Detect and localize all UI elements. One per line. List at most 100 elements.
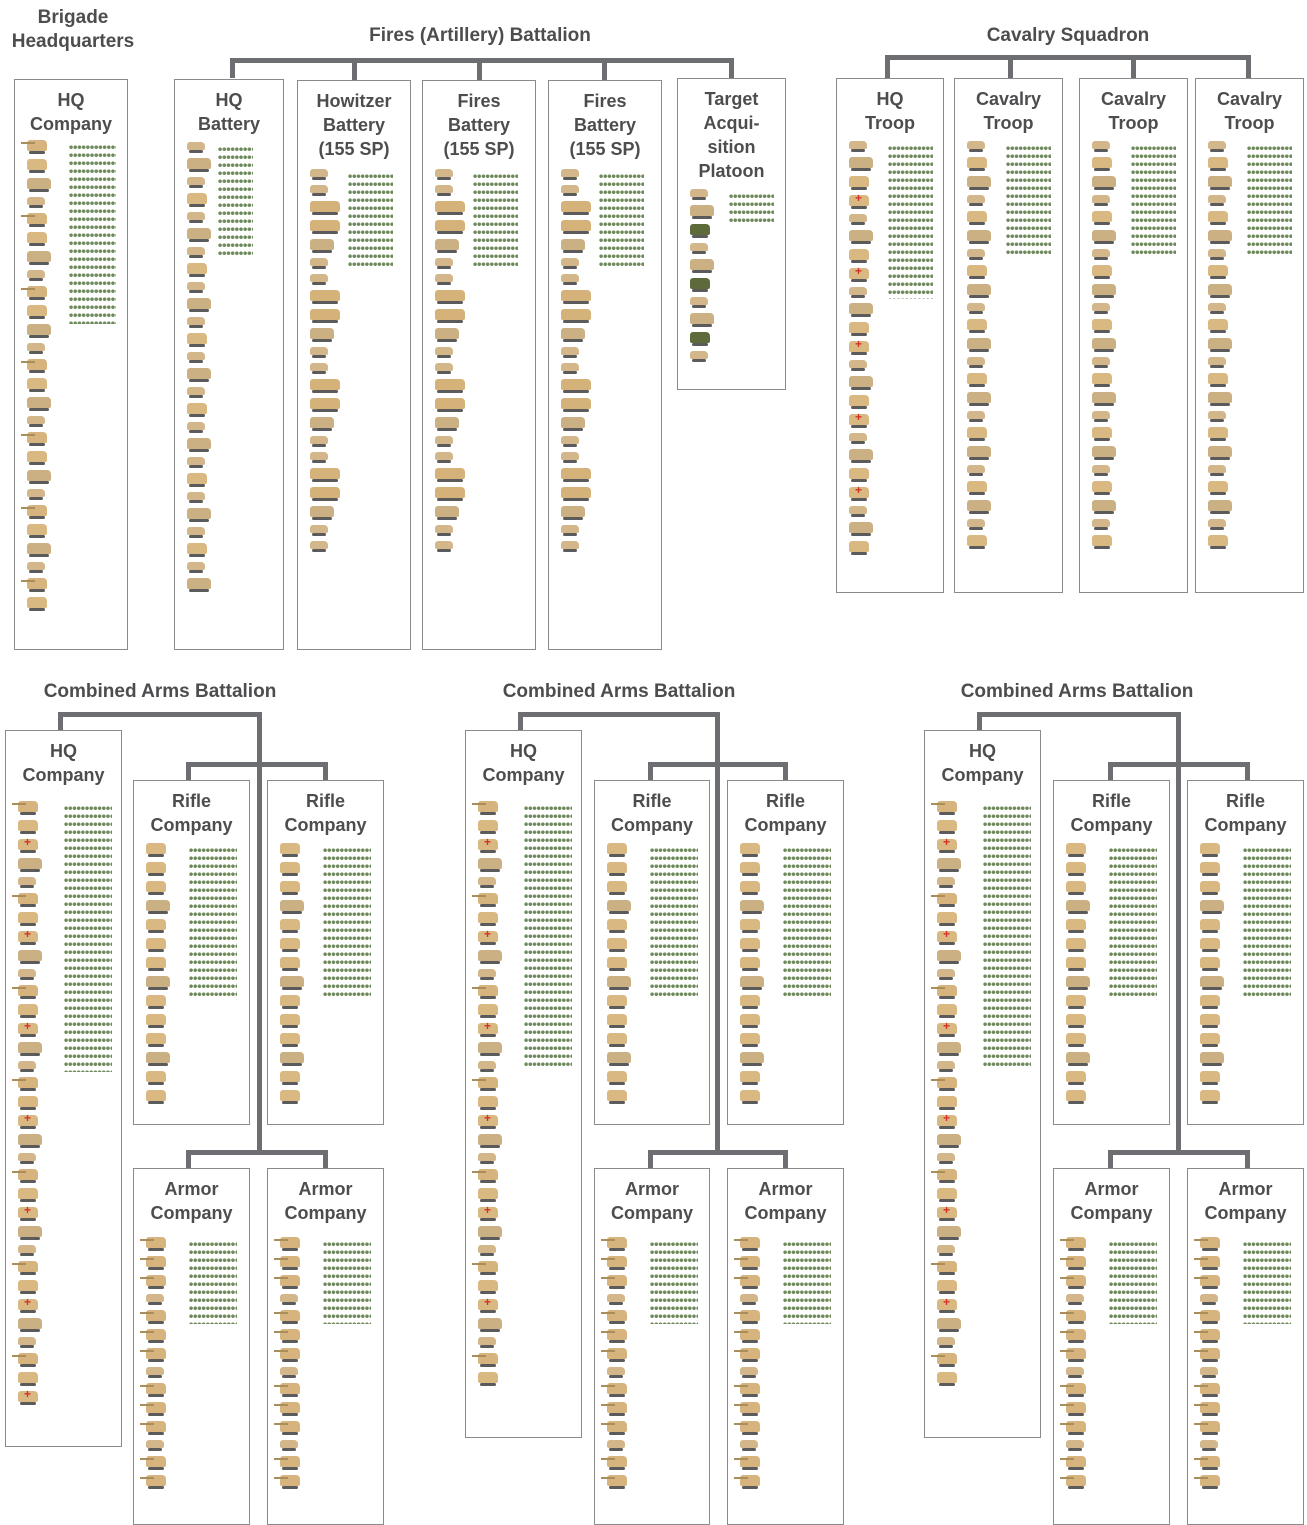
truck-icon [435,328,459,342]
utility-vehicle-icon [849,433,867,444]
medical-vehicle-icon [937,835,957,853]
infantry-fighting-vehicle-icon [18,1004,38,1018]
tank-icon [734,1456,760,1470]
truck-icon [27,397,51,411]
truck-icon [146,1052,170,1066]
vehicle-column [472,801,502,1391]
utility-vehicle-icon [310,452,328,463]
utility-vehicle-icon [849,506,867,517]
infantry-fighting-vehicle-icon [607,995,627,1009]
infantry-fighting-vehicle-icon [1208,373,1228,387]
soldier-icon [1109,1241,1157,1324]
tank-icon [21,505,47,519]
truck-icon [187,158,211,172]
self-propelled-howitzer-icon [561,220,591,234]
unit-label: Cavalry Troop [975,89,1042,133]
vehicle-column [187,142,211,597]
infantry-fighting-vehicle-icon [849,395,869,409]
truck-icon [435,417,459,431]
truck-icon [1092,500,1116,514]
infantry-fighting-vehicle-icon [607,938,627,952]
truck-icon [146,900,170,914]
tank-icon [1060,1348,1086,1362]
truck-icon [27,543,51,557]
tank-icon [21,213,47,227]
tank-icon [734,1348,760,1362]
utility-vehicle-icon [435,541,453,552]
tank-icon [274,1475,300,1489]
truck-icon [1208,176,1232,190]
tank-icon [140,1329,166,1343]
unit-label: Armor Company [150,1179,233,1223]
truck-icon [478,1226,502,1240]
cab3-armor-company-2-box: Armor Company [1187,1168,1304,1525]
truck-icon [187,578,211,592]
utility-vehicle-icon [1092,465,1110,476]
tank-icon [734,1421,760,1435]
utility-vehicle-icon [27,270,45,281]
tank-icon [21,286,47,300]
cab1-armor-company-2-box: Armor Company [267,1168,384,1525]
unit-label: Howitzer Battery (155 SP) [316,91,392,159]
infantry-fighting-vehicle-icon [607,1090,627,1104]
unit-label: Rifle Company [1070,791,1153,835]
tank-icon [140,1310,166,1324]
vehicle-column [607,843,631,1109]
cab2-hq-company-box: HQ Company [465,730,582,1438]
utility-vehicle-icon [1092,195,1110,206]
medical-vehicle-icon [18,1111,38,1129]
utility-vehicle-icon [1200,1294,1218,1305]
self-propelled-howitzer-icon [435,487,465,501]
infantry-fighting-vehicle-icon [1066,1071,1086,1085]
infantry-fighting-vehicle-icon [1066,881,1086,895]
utility-vehicle-icon [937,1061,955,1072]
vehicle-column [1200,843,1224,1109]
infantry-fighting-vehicle-icon [478,1004,498,1018]
utility-vehicle-icon [1092,141,1110,152]
utility-vehicle-icon [967,141,985,152]
infantry-fighting-vehicle-icon [967,535,987,549]
truck-icon [478,858,502,872]
utility-vehicle-icon [18,969,36,980]
infantry-fighting-vehicle-icon [280,862,300,876]
tank-icon [274,1256,300,1270]
unit-label: HQ Battery [197,90,261,134]
infantry-fighting-vehicle-icon [740,938,760,952]
truck-icon [1092,230,1116,244]
utility-vehicle-icon [146,1367,164,1378]
truck-icon [478,1042,502,1056]
utility-vehicle-icon [1208,357,1226,368]
soldier-icon [1247,145,1292,255]
truck-icon [310,239,334,253]
unit-label: Cavalry Troop [1100,89,1167,133]
utility-vehicle-icon [690,243,708,254]
medical-vehicle-icon [478,1111,498,1129]
utility-vehicle-icon [310,185,328,196]
utility-vehicle-icon [1208,141,1226,152]
infantry-fighting-vehicle-icon [607,919,627,933]
truck-icon [310,417,334,431]
truck-icon [740,900,764,914]
utility-vehicle-icon [435,452,453,463]
utility-vehicle-icon [310,169,328,180]
truck-icon [561,239,585,253]
utility-vehicle-icon [1066,1367,1084,1378]
infantry-fighting-vehicle-icon [146,938,166,952]
infantry-fighting-vehicle-icon [18,1280,38,1294]
utility-vehicle-icon [967,249,985,260]
medical-vehicle-icon [18,835,38,853]
truck-icon [280,976,304,990]
soldier-icon [189,847,237,996]
infantry-fighting-vehicle-icon [280,938,300,952]
tank-icon [1060,1421,1086,1435]
self-propelled-howitzer-icon [435,468,465,482]
self-propelled-howitzer-icon [435,201,465,215]
infantry-fighting-vehicle-icon [187,543,207,557]
unit-label: Rifle Company [150,791,233,835]
infantry-fighting-vehicle-icon [1092,211,1112,225]
vehicle-column [1060,1237,1086,1494]
truck-icon [478,1318,502,1332]
truck-icon [310,506,334,520]
tank-icon [601,1475,627,1489]
cab1-rifle-company-2-box: Rifle Company [267,780,384,1125]
